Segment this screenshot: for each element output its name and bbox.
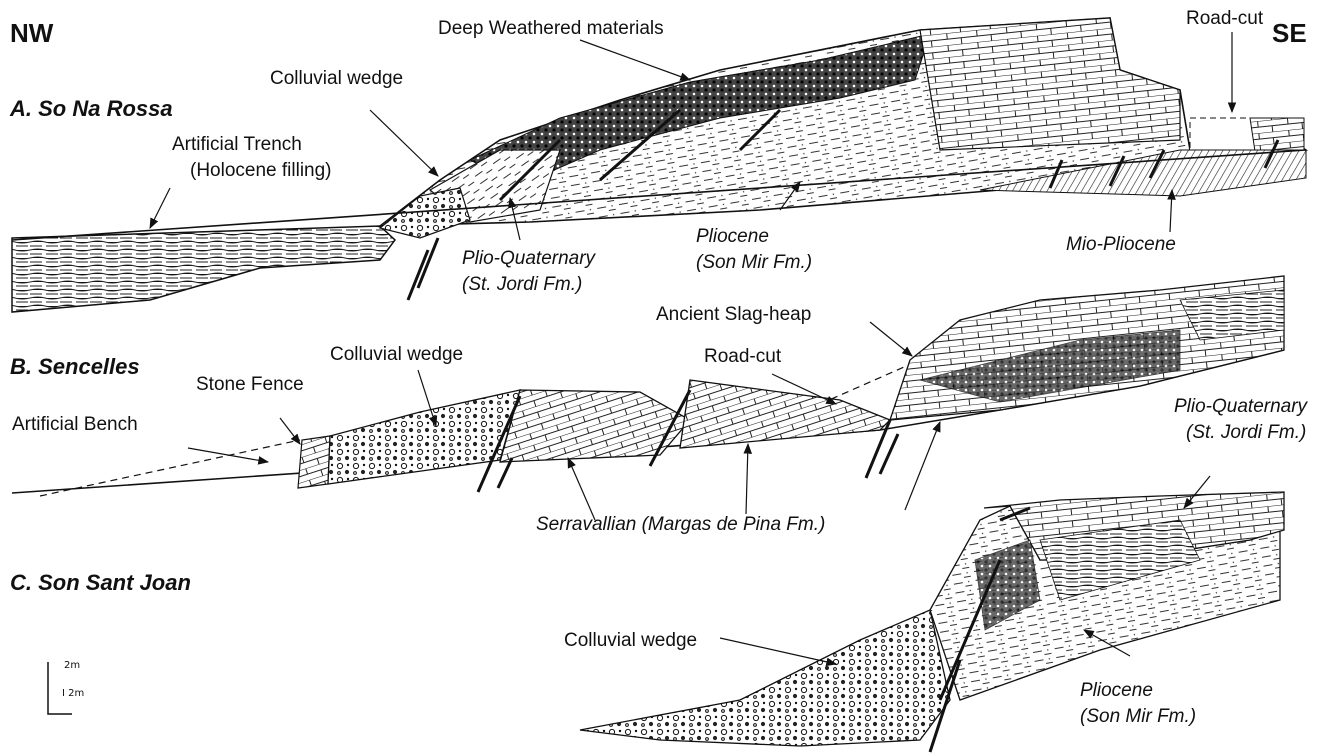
nw-direction-label: NW [10, 22, 53, 44]
deep-weathered-label: Deep Weathered materials [438, 18, 664, 40]
son-mir-c-label: (Son Mir Fm.) [1080, 706, 1196, 728]
holocene-filling-label: (Holocene filling) [190, 160, 332, 182]
road-cut-b-label: Road-cut [704, 346, 781, 368]
section-b-title: B. Sencelles [10, 356, 140, 378]
stone-fence-label: Stone Fence [196, 374, 304, 396]
scale-vertical-label: 2m [64, 660, 80, 671]
se-direction-label: SE [1272, 22, 1307, 44]
serravallian-block-1 [500, 390, 690, 462]
plio-quaternary-a-label: Plio-Quaternary [462, 248, 595, 270]
mio-pliocene-label: Mio-Pliocene [1066, 234, 1176, 256]
pliocene-a-label: Pliocene [696, 226, 769, 248]
colluvial-wedge-c-label: Colluvial wedge [564, 630, 697, 652]
scale-horizontal-value: 2m [68, 688, 84, 699]
colluvial-wedge-b [328, 390, 520, 484]
artificial-bench-label: Artificial Bench [12, 414, 138, 436]
serravallian-block-2 [680, 380, 890, 448]
ancient-slag-heap-label: Ancient Slag-heap [656, 304, 811, 326]
colluvial-wedge-a-label: Colluvial wedge [270, 68, 403, 90]
plio-quaternary-c-label: Plio-Quaternary [1174, 396, 1307, 418]
artificial-trench-label: Artificial Trench [172, 134, 302, 156]
upper-calcarenite-block [920, 18, 1180, 150]
st-jordi-c-label: (St. Jordi Fm.) [1186, 422, 1306, 444]
st-jordi-a-label: (St. Jordi Fm.) [462, 274, 582, 296]
section-c-title: C. Son Sant Joan [10, 572, 191, 594]
son-mir-a-label: (Son Mir Fm.) [696, 252, 812, 274]
colluvial-wedge-b-label: Colluvial wedge [330, 344, 463, 366]
serravallian-label: Serravallian (Margas de Pina Fm.) [536, 514, 825, 536]
section-a-title: A. So Na Rossa [10, 98, 173, 120]
pliocene-c-label: Pliocene [1080, 680, 1153, 702]
scale-horizontal-label: I 2m [62, 688, 84, 699]
artificial-trench-fill [12, 226, 395, 312]
stone-fence [298, 436, 330, 488]
road-cut-a-label: Road-cut [1186, 8, 1263, 30]
